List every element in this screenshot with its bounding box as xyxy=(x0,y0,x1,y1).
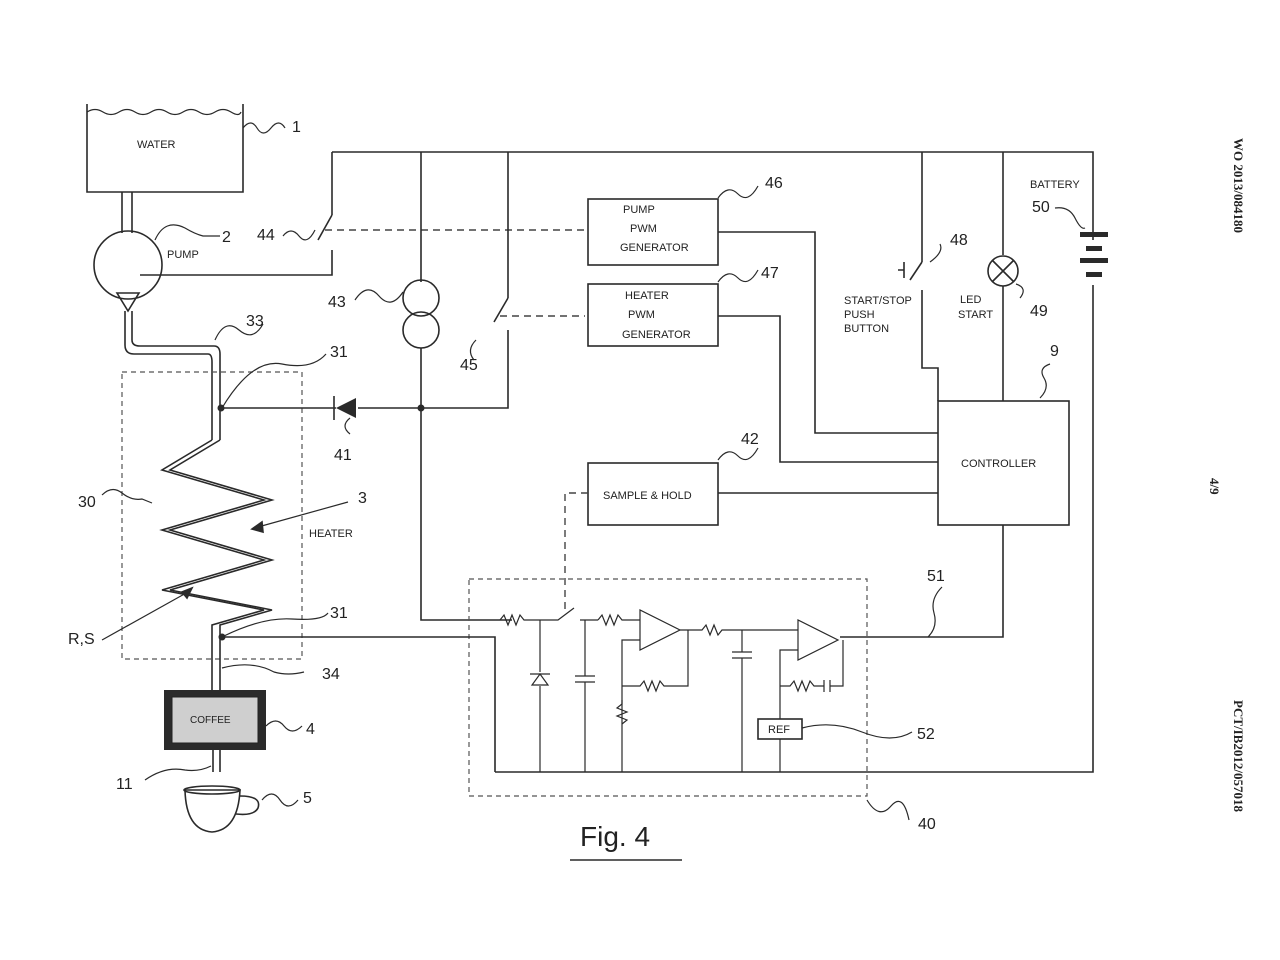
battery-label: BATTERY xyxy=(1030,179,1080,191)
heater-region xyxy=(121,371,303,660)
ref-44: 44 xyxy=(257,227,275,244)
start-stop-text-1: START/STOP xyxy=(844,295,912,307)
ref-40: 40 xyxy=(918,816,936,833)
ref-31-top: 31 xyxy=(330,344,348,361)
ref-2: 2 xyxy=(222,229,231,246)
heater-pwm-text-1: HEATER xyxy=(625,290,669,302)
start-stop-text-2: PUSH xyxy=(844,309,875,321)
application-number: PCT/IB2012/057018 xyxy=(1231,700,1246,812)
pump-label: PUMP xyxy=(167,249,199,261)
water-tank: WATER xyxy=(86,104,244,193)
ref-49: 49 xyxy=(1030,303,1048,320)
ref-9: 9 xyxy=(1050,343,1059,360)
heater-label: HEATER xyxy=(309,528,353,540)
sample-and-hold: SAMPLE & HOLD xyxy=(587,462,719,526)
ref-4: 4 xyxy=(306,721,315,738)
ref-33: 33 xyxy=(246,313,264,330)
ref-box-label: REF xyxy=(768,724,790,736)
ref-51: 51 xyxy=(927,568,945,585)
rs-label: R,S xyxy=(68,631,95,648)
ref-47: 47 xyxy=(761,265,779,282)
ref-1: 1 xyxy=(292,119,301,136)
coffee-capsule: COFFEE xyxy=(164,690,266,750)
water-label: WATER xyxy=(137,139,176,151)
led-text-1: LED xyxy=(960,294,981,306)
pump: PUMP xyxy=(93,230,199,313)
led-text-2: START xyxy=(958,309,993,321)
heater-pwm-generator: HEATER PWM GENERATOR xyxy=(587,283,719,347)
ref-43: 43 xyxy=(328,294,346,311)
ref-34: 34 xyxy=(322,666,340,683)
heater-coil xyxy=(159,439,275,690)
controller: CONTROLLER xyxy=(937,400,1070,526)
start-stop-text-3: BUTTON xyxy=(844,323,889,335)
figure-caption: Fig. 4 xyxy=(580,821,650,852)
supply-rail xyxy=(332,151,1094,240)
diode-41 xyxy=(333,396,356,420)
ref-box xyxy=(757,718,803,740)
heater-pwm-text-3: GENERATOR xyxy=(622,329,691,341)
led-start-lamp xyxy=(987,255,1019,287)
ref-48: 48 xyxy=(950,232,968,249)
ref-30: 30 xyxy=(78,494,96,511)
heater-pwm-text-2: PWM xyxy=(628,309,655,321)
pump-pwm-generator: PUMP PWM GENERATOR xyxy=(587,198,719,266)
measurement-circuit: REF xyxy=(499,607,844,772)
page-number: 4/9 xyxy=(1207,478,1222,495)
ref-41: 41 xyxy=(334,447,352,464)
pump-pwm-text-3: GENERATOR xyxy=(620,242,689,254)
ref-31-bottom: 31 xyxy=(330,605,348,622)
transformer-bottom xyxy=(402,311,440,349)
ref-5: 5 xyxy=(303,790,312,807)
coffee-label: COFFEE xyxy=(190,715,231,726)
transformer-top xyxy=(402,279,440,317)
ref-52: 52 xyxy=(917,726,935,743)
publication-number: WO 2013/084180 xyxy=(1231,138,1246,233)
sample-hold-text: SAMPLE & HOLD xyxy=(603,490,692,502)
ref-11: 11 xyxy=(116,776,133,793)
ref-46: 46 xyxy=(765,175,783,192)
cup xyxy=(183,785,260,833)
ref-50: 50 xyxy=(1032,199,1050,216)
measurement-circuit-region xyxy=(468,578,868,797)
pump-pwm-text-2: PWM xyxy=(630,223,657,235)
return-rail xyxy=(495,285,1094,773)
pump-pwm-text-1: PUMP xyxy=(623,204,655,216)
ref-42: 42 xyxy=(741,431,759,448)
controller-text: CONTROLLER xyxy=(961,458,1036,470)
ref-45: 45 xyxy=(460,357,478,374)
ref-3: 3 xyxy=(358,490,367,507)
battery xyxy=(1080,232,1108,277)
